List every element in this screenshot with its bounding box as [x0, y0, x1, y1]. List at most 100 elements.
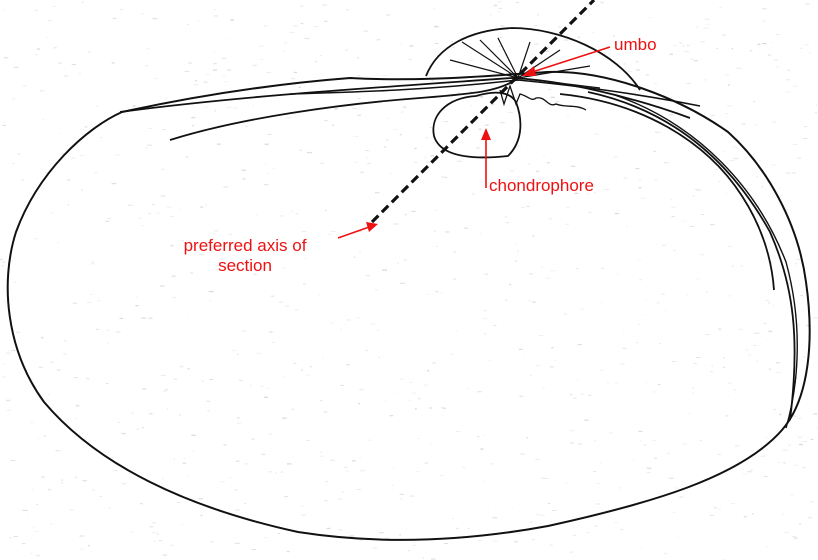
paper-speckle — [299, 150, 302, 151]
paper-speckle — [769, 369, 772, 370]
paper-speckle — [521, 454, 525, 455]
paper-speckle — [724, 151, 725, 152]
paper-speckle — [100, 137, 102, 138]
paper-speckle — [23, 510, 28, 511]
paper-speckle — [171, 216, 174, 217]
paper-speckle — [40, 90, 44, 91]
paper-speckle — [689, 413, 691, 414]
paper-speckle — [414, 148, 417, 149]
paper-speckle — [565, 224, 569, 225]
paper-speckle — [431, 155, 434, 156]
paper-speckle — [356, 136, 358, 137]
paper-speckle — [671, 199, 672, 200]
paper-speckle — [516, 244, 518, 245]
paper-speckle — [570, 394, 572, 395]
paper-speckle — [16, 332, 20, 333]
paper-speckle — [652, 440, 655, 441]
paper-speckle — [803, 357, 806, 358]
paper-speckle — [739, 329, 743, 330]
paper-speckle — [384, 146, 386, 147]
paper-speckle — [771, 165, 776, 166]
paper-speckle — [2, 292, 3, 293]
paper-speckle — [660, 343, 662, 344]
paper-speckle — [434, 26, 439, 27]
paper-speckle — [798, 418, 802, 419]
paper-speckle — [115, 154, 120, 155]
paper-speckle — [664, 162, 669, 163]
paper-speckle — [601, 2, 605, 3]
paper-speckle — [400, 498, 402, 499]
paper-speckle — [426, 137, 429, 138]
paper-speckle — [163, 391, 167, 392]
paper-speckle — [387, 118, 391, 119]
paper-speckle — [14, 67, 18, 68]
paper-speckle — [116, 331, 121, 332]
paper-speckle — [489, 360, 491, 361]
paper-speckle — [638, 431, 642, 432]
paper-speckle — [230, 20, 234, 21]
paper-speckle — [436, 291, 439, 292]
paper-speckle — [794, 538, 797, 539]
paper-speckle — [139, 218, 140, 219]
paper-speckle — [324, 411, 328, 412]
paper-speckle — [301, 506, 304, 507]
paper-speckle — [386, 139, 389, 140]
paper-speckle — [654, 179, 657, 180]
paper-speckle — [400, 43, 402, 44]
shell-outline — [8, 72, 810, 540]
paper-speckle — [728, 395, 729, 396]
paper-speckle — [517, 251, 518, 252]
paper-speckle — [46, 37, 47, 38]
paper-speckle — [375, 192, 380, 193]
paper-speckle — [269, 332, 274, 333]
paper-speckle — [783, 463, 785, 464]
paper-speckle — [27, 299, 29, 300]
paper-speckle — [762, 43, 766, 44]
paper-speckle — [128, 205, 133, 206]
paper-speckle — [2, 266, 5, 267]
paper-speckle — [594, 192, 595, 193]
dorsal-ridge-line — [120, 78, 690, 118]
paper-speckle — [210, 300, 212, 301]
paper-speckle — [595, 134, 599, 135]
paper-speckle — [517, 533, 521, 534]
paper-speckle — [493, 541, 498, 542]
paper-speckle — [79, 73, 81, 74]
axis-label-line2: section — [160, 256, 330, 276]
paper-speckle — [772, 122, 776, 123]
paper-speckle — [700, 41, 705, 42]
paper-speckle — [91, 263, 95, 264]
paper-speckle — [142, 388, 146, 389]
paper-speckle — [305, 38, 310, 39]
paper-speckle — [725, 415, 728, 416]
paper-speckle — [564, 314, 567, 315]
paper-speckle — [657, 302, 660, 303]
paper-speckle — [615, 213, 620, 214]
paper-speckle — [358, 75, 360, 76]
paper-speckle — [785, 532, 789, 533]
paper-speckle — [658, 384, 660, 385]
paper-speckle — [424, 385, 427, 386]
paper-speckle — [710, 515, 714, 516]
paper-speckle — [671, 97, 673, 98]
paper-speckle — [5, 301, 7, 302]
paper-speckle — [711, 115, 715, 116]
paper-speckle — [565, 73, 566, 74]
paper-speckle — [393, 468, 395, 469]
paper-speckle — [573, 535, 577, 536]
paper-speckle — [733, 158, 738, 159]
paper-speckle — [198, 498, 203, 499]
paper-speckle — [41, 477, 45, 478]
paper-speckle — [163, 555, 167, 556]
paper-speckle — [772, 42, 774, 43]
paper-speckle — [195, 80, 197, 81]
paper-speckle — [497, 2, 502, 3]
paper-speckle — [399, 534, 401, 535]
paper-speckle — [213, 69, 217, 70]
paper-speckle — [264, 25, 267, 26]
paper-speckle — [76, 405, 80, 406]
paper-speckle — [424, 157, 427, 158]
paper-speckle — [636, 61, 639, 62]
paper-speckle — [683, 45, 685, 46]
